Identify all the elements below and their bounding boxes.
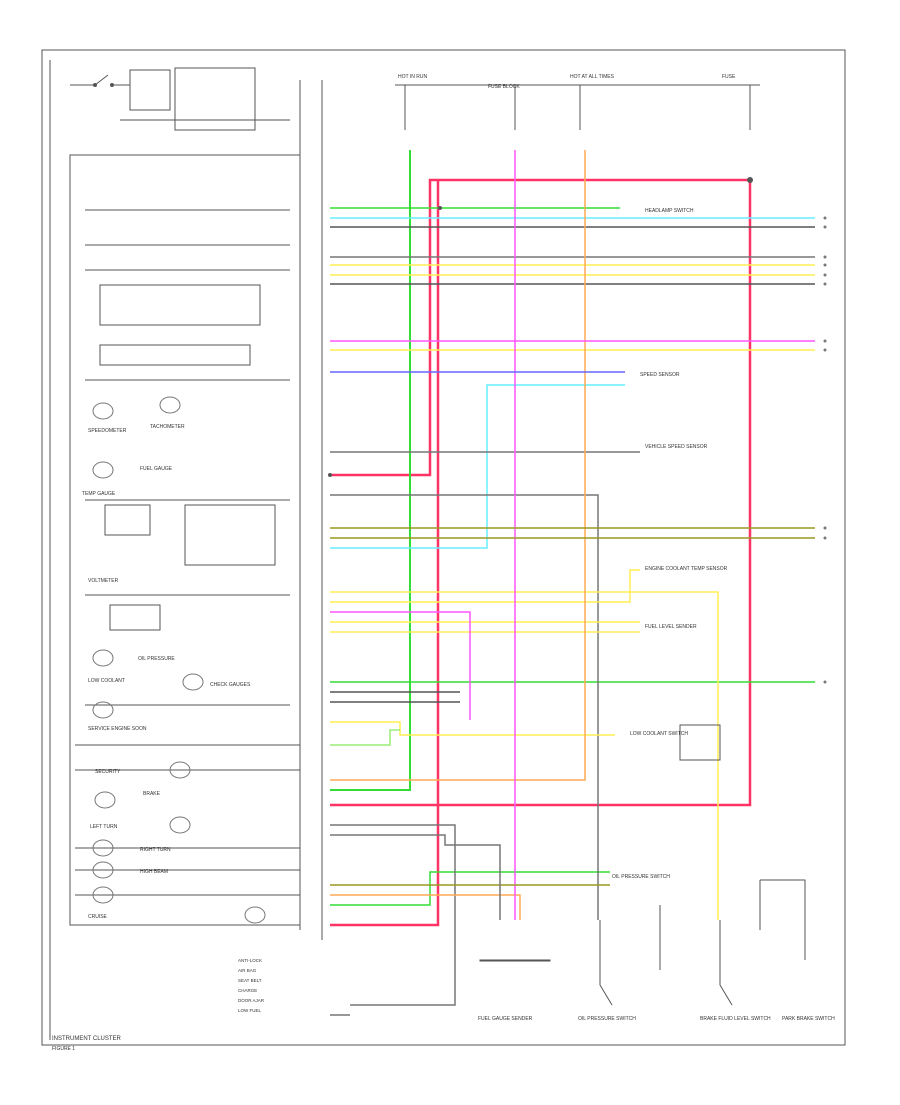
bottom-components: [479, 724, 806, 1006]
top-label-0: HOT IN RUN: [398, 74, 427, 80]
legend-4: DOOR AJAR: [238, 998, 265, 1003]
cluster-label-13: HIGH BEAM: [140, 869, 168, 875]
top-label-3: FUSE: [722, 74, 736, 80]
legend-2: SEAT BELT: [238, 978, 262, 983]
cluster-bulbs: [92, 396, 266, 924]
cluster-label-2: FUEL GAUGE: [140, 466, 173, 472]
diagram-frame: [41, 49, 846, 1046]
top-power-feeds: [395, 84, 760, 130]
top-label-2: HOT AT ALL TIMES: [570, 74, 615, 80]
cluster-label-4: VOLTMETER: [88, 578, 119, 584]
bottom-comp-2: BRAKE FLUID LEVEL SWITCH: [700, 1016, 771, 1022]
cluster-label-14: CRUISE: [88, 914, 108, 920]
cluster-label-10: BRAKE: [143, 791, 161, 797]
ignition-switch: [70, 67, 290, 131]
legend-0: ANTI-LOCK: [238, 958, 262, 963]
splice-points: [328, 177, 753, 477]
footnote: FIGURE 1: [52, 1046, 75, 1052]
cluster-label-1: TACHOMETER: [150, 424, 185, 430]
callout-6: LOW COOLANT SWITCH: [630, 731, 688, 737]
callout-2: SPEED SENSOR: [640, 372, 680, 378]
legend-1: AIR BAG: [238, 968, 257, 973]
cluster-label-8: SERVICE ENGINE SOON: [88, 726, 147, 732]
cluster-label-6: LOW COOLANT: [88, 678, 125, 684]
callout-0: HEADLAMP SWITCH: [645, 208, 694, 214]
cluster-label-9: SECURITY: [95, 769, 121, 775]
callout-4: ENGINE COOLANT TEMP SENSOR: [645, 566, 728, 572]
callout-3: VEHICLE SPEED SENSOR: [645, 444, 708, 450]
diagram-title: INSTRUMENT CLUSTER: [52, 1036, 122, 1042]
legend-3: CHARGE: [238, 988, 257, 993]
right-terminals: [823, 216, 827, 684]
cluster-label-3: TEMP GAUGE: [82, 491, 116, 497]
bottom-comp-0: FUEL GAUGE SENDER: [478, 1016, 533, 1022]
cluster-internal-circuits: [75, 209, 300, 896]
cluster-label-12: RIGHT TURN: [140, 847, 171, 853]
cluster-label-7: CHECK GAUGES: [210, 682, 251, 688]
cluster-label-0: SPEEDOMETER: [88, 428, 127, 434]
callout-5: FUEL LEVEL SENDER: [645, 624, 697, 630]
bottom-comp-1: OIL PRESSURE SWITCH: [578, 1016, 636, 1022]
top-label-1: FUSE BLOCK: [488, 84, 520, 90]
cluster-label-5: OIL PRESSURE: [138, 656, 175, 662]
legend-5: LOW FUEL: [238, 1008, 262, 1013]
wire-harness: [330, 150, 815, 1016]
cluster-label-11: LEFT TURN: [90, 824, 118, 830]
bottom-comp-3: PARK BRAKE SWITCH: [782, 1016, 835, 1022]
callout-7: OIL PRESSURE SWITCH: [612, 874, 670, 880]
